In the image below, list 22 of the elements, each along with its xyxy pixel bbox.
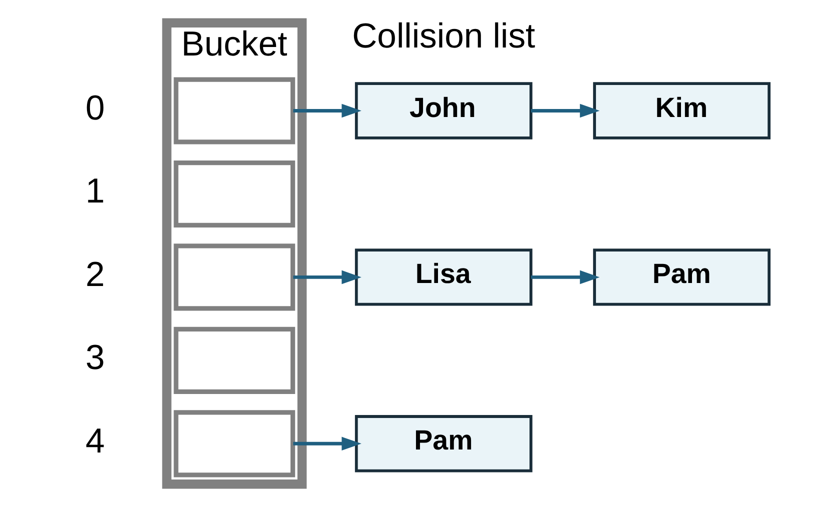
label: Collision list bbox=[352, 17, 536, 56]
node-box: John bbox=[354, 82, 532, 139]
node-box bbox=[174, 326, 296, 394]
node-box bbox=[174, 160, 296, 227]
node-box: Kim bbox=[593, 82, 771, 139]
node-box: Pam bbox=[593, 248, 771, 306]
node-label: 2 bbox=[85, 255, 105, 294]
arrow bbox=[293, 436, 362, 450]
arrow bbox=[530, 270, 600, 284]
node-label: 3 bbox=[85, 338, 105, 377]
arrow bbox=[293, 103, 362, 118]
node-box: Lisa bbox=[354, 248, 532, 306]
node-box bbox=[174, 243, 296, 310]
node-box bbox=[174, 76, 296, 144]
node-box bbox=[174, 410, 296, 477]
node-label: 0 bbox=[85, 88, 105, 127]
arrow bbox=[293, 270, 362, 284]
node-label: 1 bbox=[85, 172, 105, 210]
cluster: Bucket bbox=[162, 18, 307, 488]
node-box: Pam bbox=[354, 414, 532, 472]
arrow bbox=[530, 103, 600, 118]
node-label: 4 bbox=[85, 422, 105, 460]
